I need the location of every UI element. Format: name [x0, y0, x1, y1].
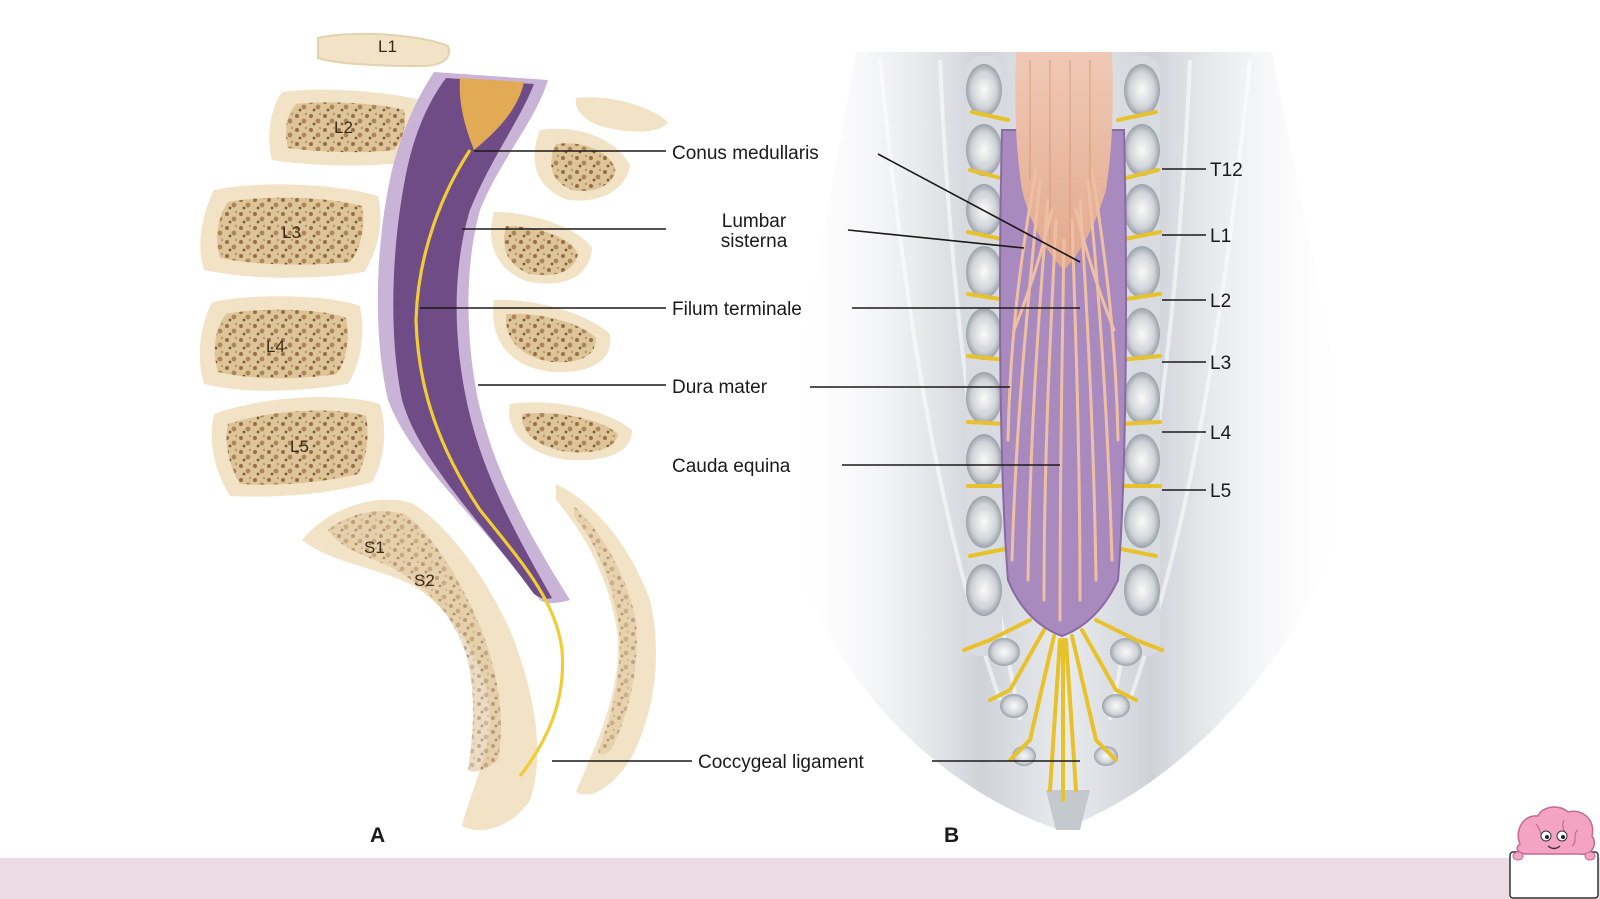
- vertebra-label-a-l4: L4: [266, 337, 285, 356]
- vertebra-label-a-l1: L1: [378, 37, 397, 56]
- label-lumbar: Lumbar: [722, 211, 787, 232]
- footer-band: [0, 858, 1600, 899]
- vertebra-label-b-l1: L1: [1210, 226, 1231, 247]
- panel-b-posterior-view: [780, 52, 1352, 830]
- label-conus-medullaris: Conus medullaris: [672, 143, 819, 164]
- vertebra-label-a-s1: S1: [364, 538, 385, 557]
- vertebra-label-a-l3: L3: [282, 223, 301, 242]
- vertebral-arch-l1: [575, 97, 668, 132]
- spinal-cord-diagram: Conus medullaris Lumbar sisterna Filum t…: [199, 32, 1352, 847]
- panel-letter-a: A: [370, 824, 385, 847]
- label-coccygeal-ligament: Coccygeal ligament: [698, 752, 865, 773]
- panel-a-sagittal-view: [199, 32, 668, 831]
- vertebra-body-l1: [317, 32, 450, 68]
- vertebra-label-b-l4: L4: [1210, 423, 1232, 444]
- vertebra-label-b-l3: L3: [1210, 353, 1231, 374]
- vertebra-label-a-l2: L2: [334, 118, 353, 137]
- conus-medullaris: [459, 78, 524, 150]
- sacrum-coccyx: [302, 499, 538, 831]
- cauda-equina-fibres: [1006, 168, 1120, 622]
- vertebra-label-a-s2: S2: [414, 571, 435, 590]
- label-cauda-equina: Cauda equina: [672, 456, 791, 477]
- filum-terminale-a: [414, 149, 565, 777]
- label-dura-mater: Dura mater: [672, 377, 768, 398]
- spinal-cord-b: [1015, 52, 1113, 270]
- label-sisterna: sisterna: [721, 231, 788, 252]
- vertebra-label-b-t12: T12: [1210, 160, 1243, 181]
- vertebra-label-b-l5: L5: [1210, 481, 1231, 502]
- panel-letter-b: B: [944, 824, 959, 847]
- brain-mascot-icon: [1509, 806, 1599, 899]
- label-filum-terminale: Filum terminale: [672, 299, 802, 320]
- vertebra-label-b-l2: L2: [1210, 291, 1231, 312]
- sacral-crest: [556, 484, 657, 795]
- vertebra-label-a-l5: L5: [290, 437, 309, 456]
- annotation-leaders: [420, 150, 1206, 762]
